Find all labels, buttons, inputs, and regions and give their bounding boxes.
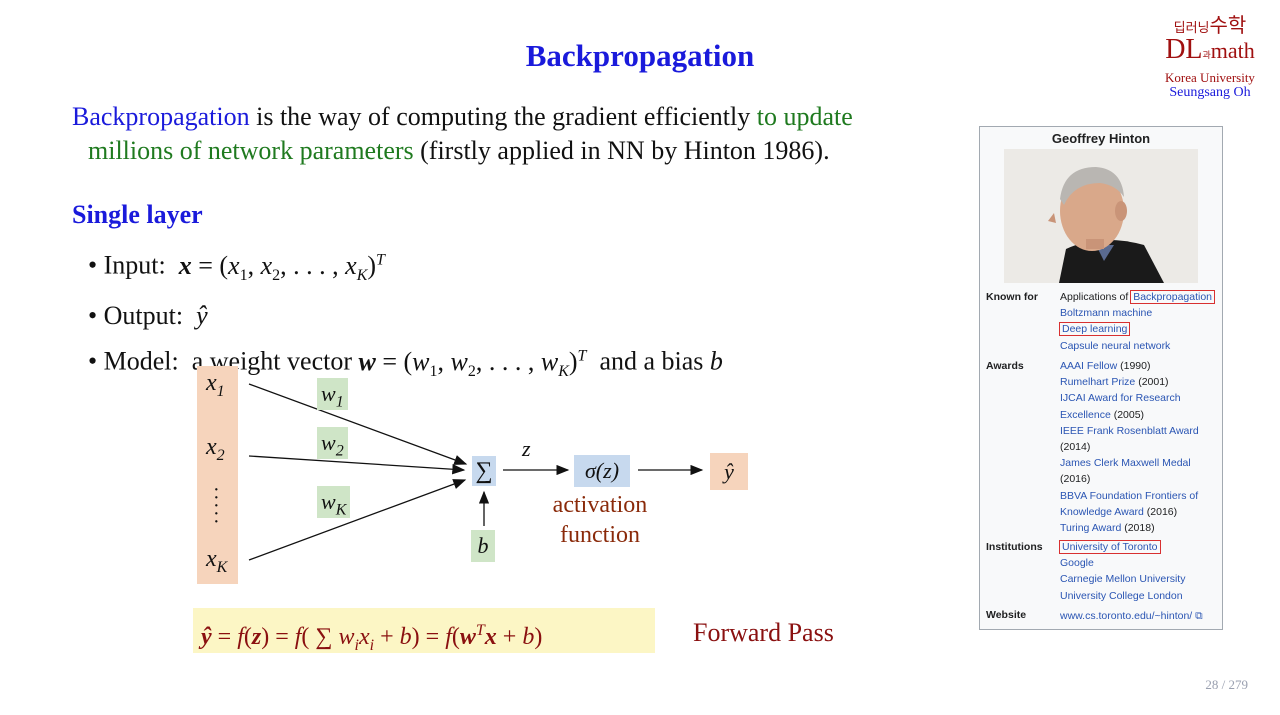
weight-w1: w1 bbox=[317, 378, 348, 410]
logo-dl: DL과math bbox=[1160, 36, 1260, 70]
logo-korean-small: 딥러닝 bbox=[1173, 21, 1210, 36]
website-label: Website bbox=[986, 609, 1027, 621]
intro-paragraph: Backpropagation is the way of computing … bbox=[72, 100, 952, 168]
bullet-model: • Model: a weight vector w = (w1, w2, . … bbox=[88, 346, 723, 380]
activation-node: σ(z) bbox=[574, 455, 630, 487]
weight-w2: w2 bbox=[317, 427, 348, 459]
institutions-label: Institutions bbox=[986, 541, 1043, 553]
output-node: ŷ bbox=[710, 453, 748, 490]
link-boltzmann-machine[interactable]: Boltzmann machine bbox=[1060, 307, 1153, 320]
intro-term: Backpropagation bbox=[72, 102, 250, 131]
bias-symbol: b bbox=[709, 346, 723, 376]
link-ucl[interactable]: University College London bbox=[1060, 589, 1183, 602]
link-award-aaai[interactable]: AAAI Fellow bbox=[1060, 360, 1118, 372]
z-label: z bbox=[522, 436, 531, 461]
bullet-output: • Output: ŷ bbox=[88, 300, 208, 330]
link-capsule-network[interactable]: Capsule neural network bbox=[1060, 339, 1171, 352]
model-label: Model: bbox=[103, 346, 179, 376]
output-formula: ŷ bbox=[196, 300, 208, 330]
model-text2: and a bias bbox=[599, 346, 704, 376]
intro-green2: millions of network parameters bbox=[88, 136, 414, 165]
award-item: Rumelhart Prize (2001) bbox=[1060, 374, 1218, 390]
logo-korean: 딥러닝수학 bbox=[1160, 15, 1260, 36]
weight-wk: wK bbox=[317, 486, 351, 518]
input-x2: x2 bbox=[206, 434, 225, 464]
arrow-xk-sum bbox=[248, 479, 467, 561]
link-backpropagation[interactable]: Backpropagation bbox=[1130, 290, 1216, 304]
input-xk: xK bbox=[206, 546, 228, 576]
known-for-label: Known for bbox=[986, 291, 1038, 303]
activation-line2: function bbox=[560, 522, 640, 548]
award-year: (2001) bbox=[1135, 376, 1169, 389]
award-year: (1990) bbox=[1117, 360, 1151, 372]
input-vdots: ····· bbox=[213, 479, 220, 533]
known-for-prefix: Applications of bbox=[1060, 291, 1129, 303]
link-award-bbva[interactable]: BBVA Foundation Frontiers of Knowledge A… bbox=[1060, 489, 1199, 518]
bullet-input: • Input: x = (x1, x2, . . . , xK)T bbox=[88, 250, 385, 284]
website-row: www.cs.toronto.edu/~hinton/ ⧉ bbox=[1060, 608, 1218, 624]
output-label: Output: bbox=[103, 300, 184, 330]
award-year: (2005) bbox=[1110, 408, 1145, 421]
award-item: AAAI Fellow (1990) bbox=[1060, 358, 1218, 374]
awards-list: AAAI Fellow (1990) Rumelhart Prize (2001… bbox=[1060, 358, 1218, 536]
award-item: IEEE Frank Rosenblatt Award (2014) bbox=[1060, 423, 1218, 455]
link-award-maxwell[interactable]: James Clerk Maxwell Medal bbox=[1060, 457, 1191, 470]
link-award-turing[interactable]: Turing Award bbox=[1060, 522, 1122, 535]
input-box bbox=[197, 366, 238, 584]
link-google[interactable]: Google bbox=[1060, 557, 1094, 570]
known-for-list: Applications of Backpropagation Boltzman… bbox=[1058, 289, 1218, 354]
link-website[interactable]: www.cs.toronto.edu/~hinton/ bbox=[1060, 610, 1193, 622]
bias-node: b bbox=[471, 530, 495, 562]
link-university-of-toronto[interactable]: University of Toronto bbox=[1059, 540, 1161, 554]
logo-dl-text: DL bbox=[1165, 34, 1203, 65]
external-link-icon: ⧉ bbox=[1192, 610, 1203, 622]
logo-university: Korea University bbox=[1165, 70, 1255, 85]
award-item: BBVA Foundation Frontiers of Knowledge A… bbox=[1060, 488, 1218, 520]
arrow-x2-sum bbox=[248, 455, 466, 475]
activation-label: activation function bbox=[540, 490, 660, 550]
bullet-list: • Input: x = (x1, x2, . . . , xK)T • Out… bbox=[88, 240, 723, 392]
link-award-ijcai[interactable]: IJCAI Award for Research Excellence bbox=[1060, 392, 1181, 421]
logo-author: Seungsang Oh bbox=[1169, 85, 1251, 100]
known-for-item: Applications of Backpropagation bbox=[1060, 289, 1218, 305]
dlmath-logo: 딥러닝수학 DL과math Korea University Seungsang… bbox=[1160, 15, 1260, 101]
arrow-x1-sum bbox=[248, 383, 468, 465]
award-year: (2014) bbox=[1060, 441, 1091, 454]
weight-formula: w = (w1, w2, . . . , wK)T bbox=[358, 346, 587, 380]
infobox-name: Geoffrey Hinton bbox=[1051, 131, 1151, 146]
awards-label: Awards bbox=[986, 360, 1024, 372]
intro-text1: is the way of computing the gradient eff… bbox=[249, 102, 757, 131]
institutions-list: University of Toronto Google Carnegie Me… bbox=[1059, 539, 1218, 604]
link-cmu[interactable]: Carnegie Mellon University bbox=[1060, 573, 1186, 586]
award-year: (2018) bbox=[1121, 522, 1155, 535]
award-year: (2016) bbox=[1060, 473, 1091, 486]
sum-node: ∑ bbox=[472, 456, 496, 486]
page-number: 28 / 279 bbox=[1205, 677, 1248, 692]
slide-title: Backpropagation bbox=[525, 38, 755, 73]
award-item: IJCAI Award for Research Excellence (200… bbox=[1060, 390, 1218, 422]
award-item: James Clerk Maxwell Medal (2016) bbox=[1060, 455, 1218, 487]
logo-korean-mid: 과 bbox=[1202, 51, 1211, 61]
section-title: Single layer bbox=[72, 200, 203, 229]
activation-line1: activation bbox=[552, 492, 648, 518]
hinton-infobox: Geoffrey Hinton Known for Applications o… bbox=[979, 126, 1223, 630]
intro-green1: to update bbox=[756, 102, 853, 131]
input-formula: x = (x1, x2, . . . , xK)T bbox=[178, 250, 385, 284]
award-item: Turing Award (2018) bbox=[1060, 520, 1218, 536]
forward-pass-label: Forward Pass bbox=[693, 618, 834, 647]
link-deep-learning[interactable]: Deep learning bbox=[1058, 322, 1131, 337]
link-award-rumelhart[interactable]: Rumelhart Prize bbox=[1060, 376, 1136, 389]
forward-equation: ŷ = f(z) = f( ∑ wixi + b) = f(wTx + b) bbox=[193, 608, 655, 654]
logo-korean-big: 수학 bbox=[1209, 13, 1247, 37]
input-x1: x1 bbox=[206, 370, 225, 400]
award-year: (2016) bbox=[1143, 505, 1178, 518]
input-label: Input: bbox=[103, 250, 166, 280]
logo-math-text: math bbox=[1210, 38, 1255, 63]
link-award-rosenblatt[interactable]: IEEE Frank Rosenblatt Award bbox=[1060, 424, 1199, 437]
intro-text2: (firstly applied in NN by Hinton 1986). bbox=[413, 136, 830, 165]
hinton-photo bbox=[1004, 149, 1198, 283]
